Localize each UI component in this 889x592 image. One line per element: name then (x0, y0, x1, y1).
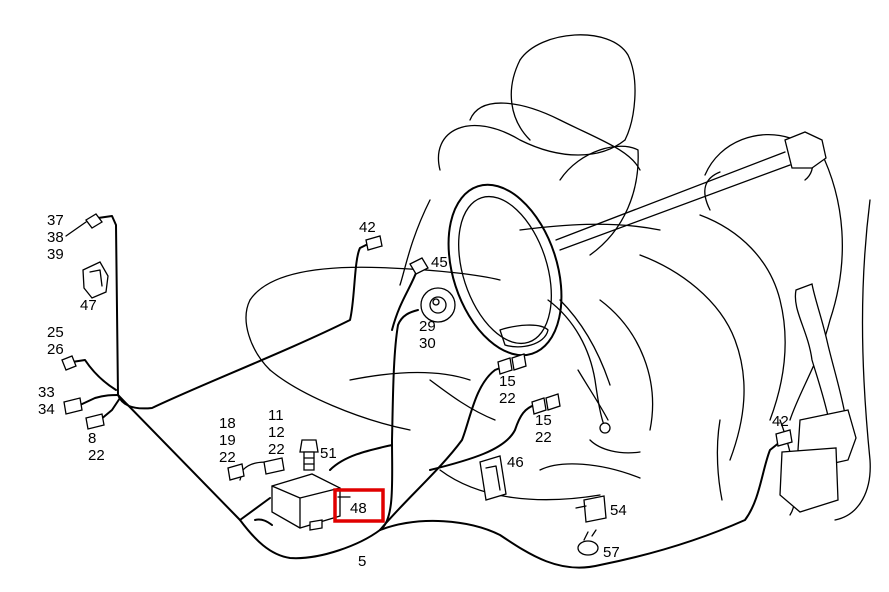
label-22-upper: 22 (499, 390, 516, 407)
label-12: 12 (268, 424, 285, 441)
part-33-connector (63, 397, 83, 415)
part-15-lower-connectors (531, 393, 561, 415)
label-22-11group: 22 (268, 441, 285, 458)
floor-outline (245, 266, 641, 501)
label-22-left: 22 (88, 447, 105, 464)
label-37: 37 (47, 212, 64, 229)
label-18: 18 (219, 415, 236, 432)
part-42-right-connector (775, 429, 793, 447)
label-29: 29 (419, 318, 436, 335)
part-54-clip (575, 495, 607, 523)
label-47: 47 (80, 297, 97, 314)
part-47-clip (82, 261, 109, 299)
label-42-top: 42 (359, 219, 376, 236)
part-8-connector (85, 413, 105, 430)
label-45: 45 (431, 254, 448, 271)
part-45-connector (409, 257, 429, 275)
label-34: 34 (38, 401, 55, 418)
label-48: 48 (350, 500, 367, 517)
label-39: 39 (47, 246, 64, 263)
leader-lines (65, 221, 351, 498)
label-26: 26 (47, 341, 64, 358)
label-42-right: 42 (772, 413, 789, 430)
part-57-screw (577, 529, 599, 556)
steering-wheel (447, 183, 611, 434)
label-22-18group: 22 (219, 449, 236, 466)
label-5: 5 (358, 553, 366, 570)
part-15-upper-connectors (497, 353, 527, 375)
label-38: 38 (47, 229, 64, 246)
label-57: 57 (603, 544, 620, 561)
part-11-connector (263, 457, 285, 475)
callout-labels: 37 38 39 47 25 26 33 34 8 22 42 45 29 30… (38, 212, 789, 570)
label-8: 8 (88, 430, 96, 447)
part-29-clockspring (420, 287, 456, 323)
label-30: 30 (419, 335, 436, 352)
label-46: 46 (507, 454, 524, 471)
label-15-lower: 15 (535, 412, 552, 429)
label-11: 11 (268, 407, 284, 424)
part-48-airbag-control-unit (271, 473, 341, 531)
label-22-lower: 22 (535, 429, 552, 446)
part-37-connector (85, 213, 103, 229)
wiring-harness (71, 215, 786, 569)
part-42-top-connector (365, 235, 383, 251)
seat-belt (555, 131, 857, 513)
part-26-plug (61, 355, 77, 371)
label-19: 19 (219, 432, 236, 449)
label-25: 25 (47, 324, 64, 341)
part-46-bracket (479, 455, 507, 501)
label-33: 33 (38, 384, 55, 401)
part-18-connector (227, 463, 245, 481)
part-51-bolt (299, 439, 319, 471)
highlight-box-48 (333, 488, 385, 523)
label-54: 54 (610, 502, 627, 519)
label-51: 51 (320, 445, 337, 462)
label-15-upper: 15 (499, 373, 516, 390)
